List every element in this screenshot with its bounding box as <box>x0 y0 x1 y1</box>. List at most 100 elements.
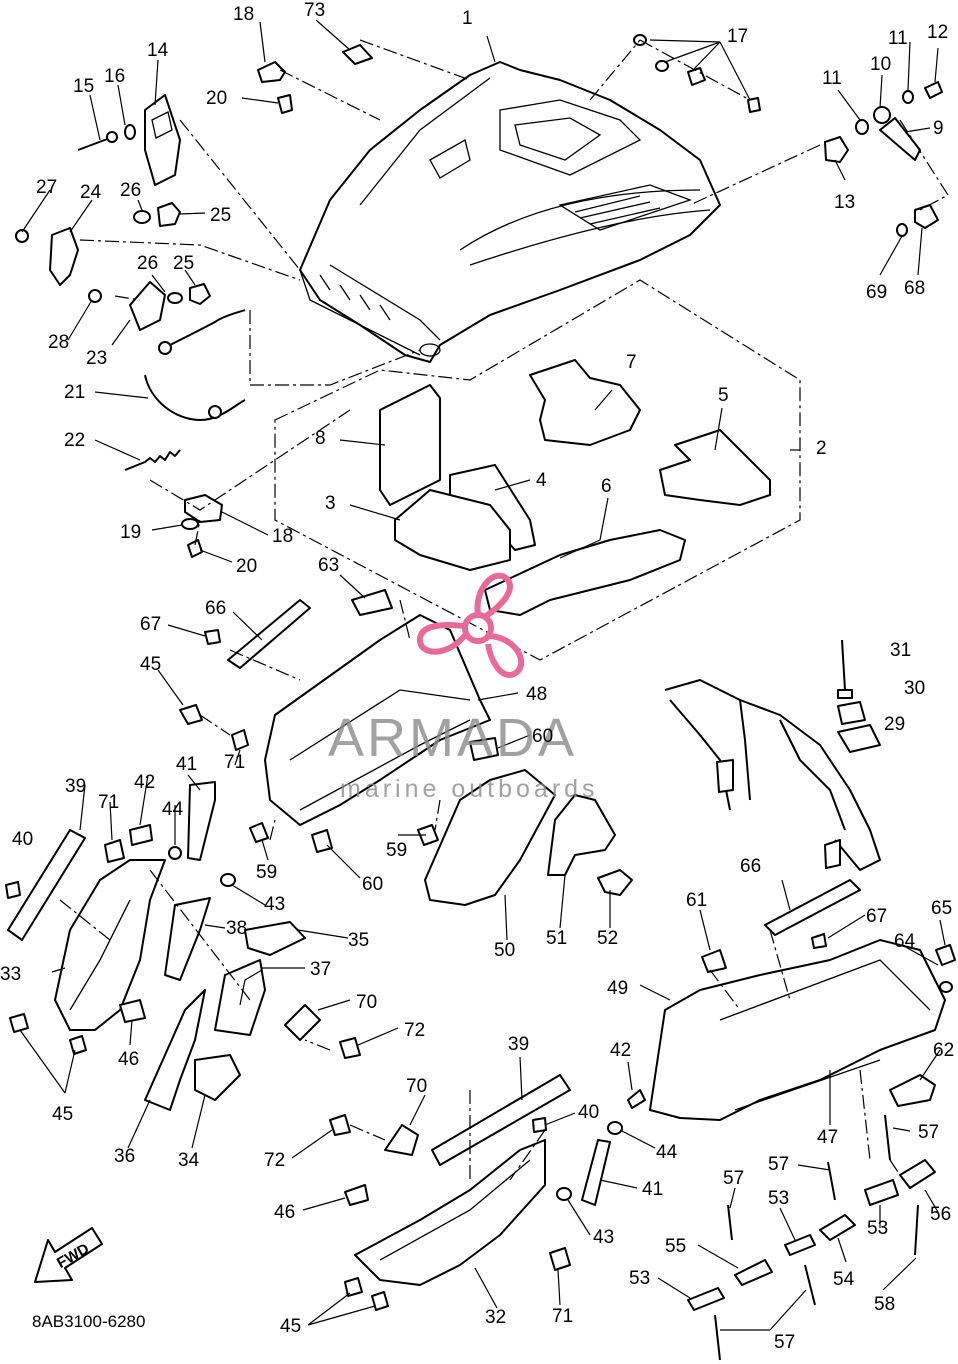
callout-14: 14 <box>147 40 169 61</box>
fwd-arrow-icon <box>34 1227 103 1283</box>
inner-frame <box>179 589 633 906</box>
callout-46b: 46 <box>274 1202 295 1223</box>
top-right-hardware <box>633 34 943 237</box>
callout-72a: 72 <box>404 1020 425 1041</box>
part-11a-washer <box>855 119 869 135</box>
fwd-arrow: FWD <box>34 1227 103 1283</box>
part-71b-clip <box>104 839 125 863</box>
callout-17: 17 <box>727 26 748 47</box>
leader-lines <box>19 19 949 1331</box>
part-51-panel <box>547 794 616 876</box>
part-23-bracket <box>129 281 166 331</box>
part-57d-pin <box>714 1264 816 1361</box>
part-53b-pad <box>784 1234 816 1256</box>
callout-41b: 41 <box>642 1179 663 1200</box>
callout-47: 47 <box>817 1127 838 1148</box>
callout-39a: 39 <box>65 776 86 797</box>
part-43b-washer <box>556 1187 572 1201</box>
part-7 <box>529 359 641 446</box>
part-67b-rivet <box>811 933 827 949</box>
callout-38: 38 <box>226 918 247 939</box>
part-28-bolt <box>88 289 102 303</box>
callout-52: 52 <box>597 928 618 949</box>
callout-48: 48 <box>526 684 547 705</box>
callout-61: 61 <box>686 890 707 911</box>
part-69-washer <box>896 223 908 237</box>
watermark-brand: ARMADA <box>328 708 577 768</box>
callout-65: 65 <box>931 898 952 919</box>
part-26-washer-a <box>133 210 151 224</box>
callout-31: 31 <box>890 640 911 661</box>
callout-20a: 20 <box>206 88 227 109</box>
callout-64: 64 <box>894 931 916 952</box>
part-55-mount <box>734 1259 773 1286</box>
callout-57c: 57 <box>768 1154 789 1175</box>
callout-71c: 71 <box>552 1306 573 1327</box>
part-18b-catch <box>257 61 286 83</box>
part-44a-washer <box>168 846 182 860</box>
callout-24: 24 <box>80 182 102 203</box>
part-53c-pad <box>864 1179 899 1206</box>
part-18-catch <box>184 494 223 523</box>
callout-66a: 66 <box>205 598 226 619</box>
callout-35: 35 <box>348 930 369 951</box>
part-39b-rail <box>431 1074 571 1166</box>
callout-25a: 25 <box>210 205 231 226</box>
figure-code: 8AB3100-6280 <box>32 1312 145 1331</box>
part-26-washer-b <box>167 292 183 304</box>
part-8 <box>379 384 441 506</box>
callout-56: 56 <box>930 1204 951 1225</box>
part-72b-bolt <box>329 1114 351 1136</box>
callout-70b: 70 <box>406 1076 427 1097</box>
callout-28: 28 <box>48 332 69 353</box>
callout-34: 34 <box>178 1150 200 1171</box>
callout-44a: 44 <box>162 799 184 820</box>
callout-2: 2 <box>816 438 827 459</box>
part-21-cable <box>144 309 246 421</box>
watermark: ARMADA marine outboards <box>328 572 595 803</box>
part-46b-clip <box>344 1184 369 1206</box>
callout-7: 7 <box>626 352 637 373</box>
callout-40b: 40 <box>578 1102 599 1123</box>
callout-6: 6 <box>601 476 612 497</box>
part-58-pin <box>914 1204 919 1256</box>
part-53a-pad <box>687 1287 725 1311</box>
part-34-bracket <box>194 1054 241 1101</box>
callout-57a: 57 <box>918 1122 939 1143</box>
callout-22: 22 <box>64 430 85 451</box>
part-48-frame <box>264 614 491 826</box>
callout-57d: 57 <box>774 1332 795 1353</box>
part-59a-bolt <box>417 824 439 846</box>
callout-54: 54 <box>833 1269 855 1290</box>
part-39a-rail <box>7 829 86 941</box>
part-54-mount <box>819 1214 856 1241</box>
callout-68: 68 <box>904 278 925 299</box>
callout-41a: 41 <box>176 754 197 775</box>
part-35-clip <box>244 921 306 956</box>
callout-3: 3 <box>325 493 336 514</box>
part-46a-clip <box>119 999 146 1023</box>
callout-19: 19 <box>120 522 141 543</box>
callout-45a: 45 <box>140 654 161 675</box>
part-22-spring <box>124 449 181 471</box>
callout-70a: 70 <box>356 992 377 1013</box>
part-44b-washer <box>607 1121 623 1135</box>
callout-72b: 72 <box>264 1150 285 1171</box>
callout-16: 16 <box>104 66 125 87</box>
part-72a-bolt <box>339 1037 361 1059</box>
propeller-logo-icon <box>417 572 525 678</box>
part-49-cover <box>649 939 946 1121</box>
part-25-nut-a <box>157 202 181 227</box>
part-33-panel <box>54 859 166 1031</box>
callout-60b: 60 <box>362 874 383 895</box>
part-65-nut <box>935 944 956 966</box>
callout-10: 10 <box>870 54 891 75</box>
part-59b-bolt <box>249 822 269 843</box>
callout-53c: 53 <box>629 1268 650 1289</box>
callout-67a: 67 <box>140 614 161 635</box>
callout-71b: 71 <box>224 752 245 773</box>
insulation-pieces <box>379 359 771 616</box>
callout-73: 73 <box>304 0 325 21</box>
callout-39b: 39 <box>508 1034 529 1055</box>
part-60a-clip <box>469 737 499 761</box>
